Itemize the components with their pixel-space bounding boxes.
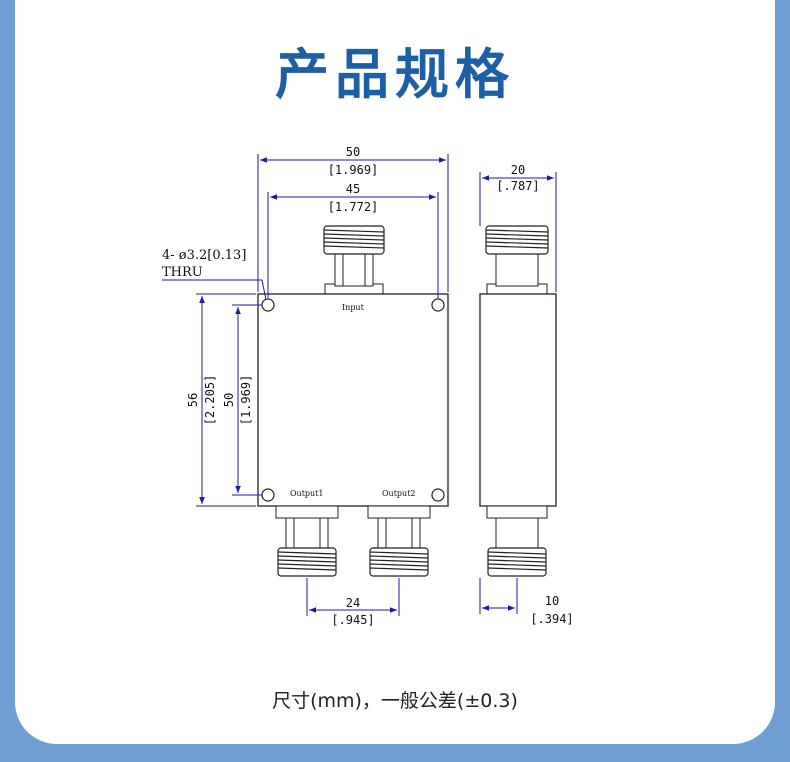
depth-mm-label: 20: [511, 163, 525, 177]
input-connector: [323, 225, 385, 295]
hole-pitch-x-in-label: [1.772]: [328, 200, 379, 214]
mounting-hole: [431, 488, 445, 502]
output1-connector: [275, 505, 339, 577]
output-pitch-mm-label: 24: [346, 596, 360, 610]
height-in-label: [2.205]: [203, 375, 217, 426]
width-mm-label: 50: [346, 145, 360, 159]
width-in-label: [1.969]: [328, 163, 379, 177]
side-view: [479, 225, 557, 577]
side-bottom-connector: [486, 505, 548, 577]
mounting-hole: [261, 298, 275, 312]
hole-note-line1: 4- ø3.2[0.13]: [162, 248, 246, 263]
side-body: [479, 293, 557, 507]
mounting-hole: [431, 298, 445, 312]
hole-note-line2: THRU: [162, 265, 203, 280]
front-view: Input Output1 Output2: [257, 225, 449, 577]
height-mm-label: 56: [186, 393, 200, 407]
divider-body: [257, 293, 449, 507]
input-port-label: Input: [342, 303, 365, 312]
connector-offset-in-label: [.394]: [530, 612, 573, 626]
hole-pitch-x-mm-label: 45: [346, 182, 360, 196]
output1-port-label: Output1: [290, 489, 324, 498]
output-pitch-in-label: [.945]: [331, 613, 374, 627]
output2-port-label: Output2: [382, 489, 416, 498]
hole-pitch-y-mm-label: 50: [222, 393, 236, 407]
page-title: 产品规格: [275, 43, 515, 106]
connector-offset-mm-label: 10: [545, 594, 559, 608]
output2-connector: [367, 505, 431, 577]
tolerance-note: 尺寸(mm)，一般公差(±0.3): [272, 690, 518, 712]
hole-pitch-y-in-label: [1.969]: [239, 375, 253, 426]
depth-in-label: [.787]: [496, 179, 539, 193]
side-top-connector: [485, 225, 549, 295]
mounting-hole: [261, 488, 275, 502]
